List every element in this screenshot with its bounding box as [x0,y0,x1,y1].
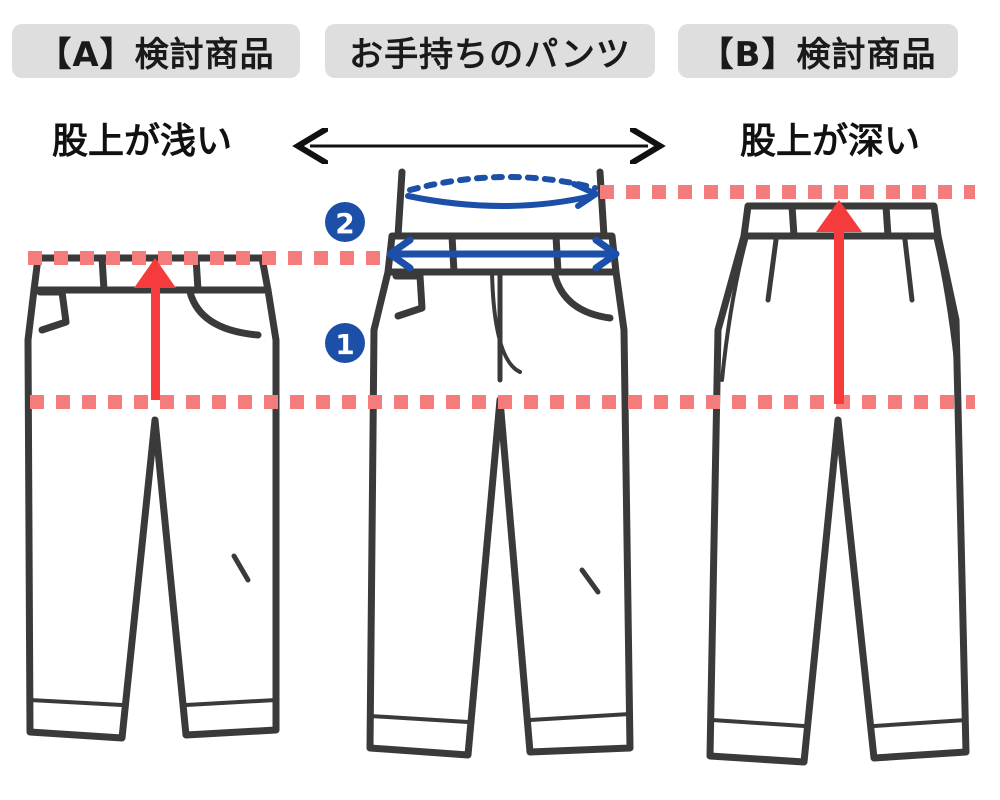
blue-waist-circumference-arrow [405,174,599,209]
svg-text:2: 2 [335,207,354,240]
shallow-rise-label: 股上が浅い [52,121,233,162]
item-b-label: 【B】検討商品 [678,24,958,78]
rise-guide-lines [28,185,975,409]
red-rise-arrow-b [816,200,862,404]
svg-text:1: 1 [335,328,354,361]
blue-waist-width-arrow [386,236,620,272]
marker-one: 1 [325,323,365,363]
own-pants-illustration [366,168,634,759]
red-rise-arrow-a [134,258,176,400]
own-pants-label: お手持ちのパンツ [325,24,655,78]
item-a-label: 【A】検討商品 [12,24,300,78]
pants-b-illustration [706,202,970,766]
marker-two: 2 [325,202,365,242]
deep-rise-label: 股上が深い [740,121,921,162]
